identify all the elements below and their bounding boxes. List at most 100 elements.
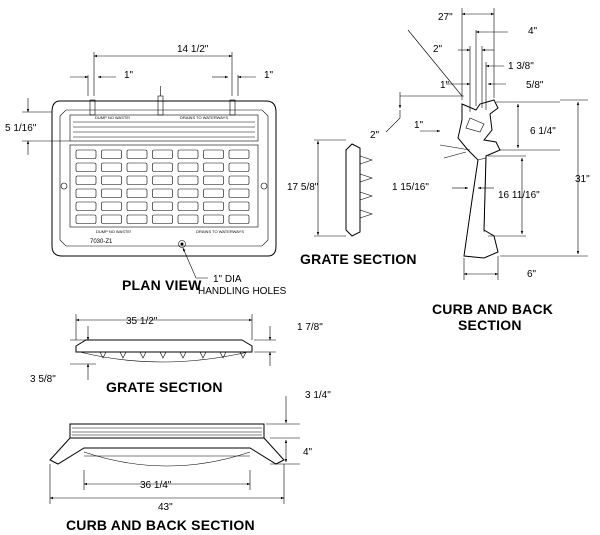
casting-text-bottom-left: DUMP NO WASTE!: [96, 229, 131, 234]
dim-1-top: 1": [440, 80, 450, 91]
grate-slot: [203, 214, 224, 224]
curb-back-section-lower: 3 1/4" 4" 36 1/4" 43" CURB AND BACK SECT…: [49, 390, 331, 533]
dim-17-5-8: 17 5/8": [287, 182, 319, 193]
dim-2-left: 2": [370, 130, 380, 141]
grate-slot: [177, 201, 199, 211]
grate-tooth: [99, 351, 107, 359]
grate-lower-body: [75, 339, 253, 353]
grate-section-body: [345, 143, 361, 237]
curb-back-lower-title: CURB AND BACK SECTION: [66, 517, 255, 533]
curb-back-section-upper: 27" 4" 2" 1 3/8" 1" 5/8" 2" 1" 6 1/4": [370, 8, 590, 333]
plan-posts: [89, 86, 236, 116]
grate-slot: [75, 188, 97, 198]
dim-1-15-16: 1 15/16": [392, 182, 429, 193]
grate-tooth: [159, 351, 167, 359]
grate-slot: [228, 214, 250, 224]
casting-text-top-left: DUMP NO WASTE!: [95, 115, 130, 120]
grate-slot: [203, 188, 224, 198]
grate-tooth: [179, 351, 187, 359]
model-number: 7030-Z1: [90, 239, 113, 245]
plan-inner-frame: [59, 109, 269, 247]
handling-holes-label-l2: HANDLING HOLES: [198, 286, 287, 297]
grate-slot: [75, 149, 97, 159]
grate-tooth: [199, 351, 207, 359]
grate-slot: [177, 162, 199, 172]
grate-section-upper-title: GRATE SECTION: [300, 251, 417, 267]
dim-1-left: 1": [414, 120, 424, 131]
grate-slot: [152, 188, 173, 198]
dim-1-right: 1": [264, 70, 274, 81]
plan-view: DUMP NO WASTE! DRAINS TO WATERWAYS DUMP …: [5, 44, 287, 297]
dim-3-5-8: 3 5/8": [30, 374, 56, 385]
grate-slot: [152, 201, 173, 211]
curb-back-wall: [477, 157, 487, 233]
dim-2-top: 2": [433, 44, 443, 55]
dim-43: 43": [158, 502, 173, 513]
plan-view-title: PLAN VIEW: [122, 277, 202, 293]
grate-slot: [101, 175, 122, 185]
side-hole-left: [60, 182, 68, 190]
grate-lower-teeth: [99, 351, 247, 359]
grate-slot: [152, 149, 173, 159]
dim-1-left: 1": [124, 70, 134, 81]
grate-slot: [228, 175, 250, 185]
grate-slot: [75, 214, 97, 224]
plan-top-bar: [69, 114, 259, 142]
grate-slot: [101, 201, 122, 211]
grate-section-teeth: [359, 155, 373, 219]
dim-6-1-4: 6 1/4": [530, 126, 556, 137]
side-hole-right: [260, 182, 268, 190]
grate-slot: [101, 214, 122, 224]
grate-section-upper: 17 5/8" GRATE SECTION: [287, 139, 417, 267]
grate-slot: [177, 175, 199, 185]
grate-slot: [126, 188, 148, 198]
grate-slot: [101, 162, 122, 172]
grate-slot: [177, 188, 199, 198]
grate-slot: [177, 149, 199, 159]
dim-1-3-8: 1 3/8": [508, 61, 534, 72]
curb-back-upper-title-l1: CURB AND BACK: [432, 301, 553, 317]
plan-top-ribs: [73, 121, 255, 138]
grate-tooth: [139, 351, 147, 359]
dim-6: 6": [527, 269, 537, 280]
plan-outer-frame: [51, 100, 277, 257]
dim-27: 27": [438, 12, 453, 23]
grate-slot: [75, 175, 97, 185]
grate-slot: [75, 201, 97, 211]
handling-hole: [178, 240, 186, 248]
grate-lower-curve: [79, 351, 249, 363]
grate-slot: [228, 149, 250, 159]
dim-5-8: 5/8": [526, 80, 544, 91]
curb-lower-top-bar: [69, 423, 265, 439]
grate-tooth: [219, 351, 227, 359]
grate-slot: [152, 175, 173, 185]
curb-lower-ribs: [72, 427, 262, 436]
dim-5-1-16: 5 1/16": [5, 123, 37, 134]
grate-section-lower: 35 1/2" 1 7/8" 3 5/8" GRATE SECTION: [30, 314, 323, 395]
dim-4-lower: 4": [303, 447, 313, 458]
curb-lower-curve: [83, 451, 251, 467]
grate-slot: [177, 214, 199, 224]
curb-inner: [465, 117, 485, 133]
grate-slot: [152, 162, 173, 172]
dim-1-7-8: 1 7/8": [297, 322, 323, 333]
grate-slot: [228, 162, 250, 172]
curb-lower-flange: [49, 437, 285, 465]
grate-tooth: [239, 351, 247, 359]
dim-36-1-4: 36 1/4": [140, 480, 172, 491]
grate-slot: [203, 149, 224, 159]
grate-slot: [126, 201, 148, 211]
grate-slot: [101, 149, 122, 159]
dim-4: 4": [528, 26, 538, 37]
dim-16-11-16: 16 11/16": [498, 190, 540, 201]
plan-grate-area: [69, 144, 259, 228]
grate-slot: [101, 188, 122, 198]
grate-slot: [126, 162, 148, 172]
dim-31: 31": [575, 174, 590, 185]
grate-tooth: [119, 351, 127, 359]
plan-slot-grid: [75, 149, 250, 224]
grate-slot: [126, 149, 148, 159]
casting-text-top-right: DRAINS TO WATERWAYS: [180, 115, 228, 120]
